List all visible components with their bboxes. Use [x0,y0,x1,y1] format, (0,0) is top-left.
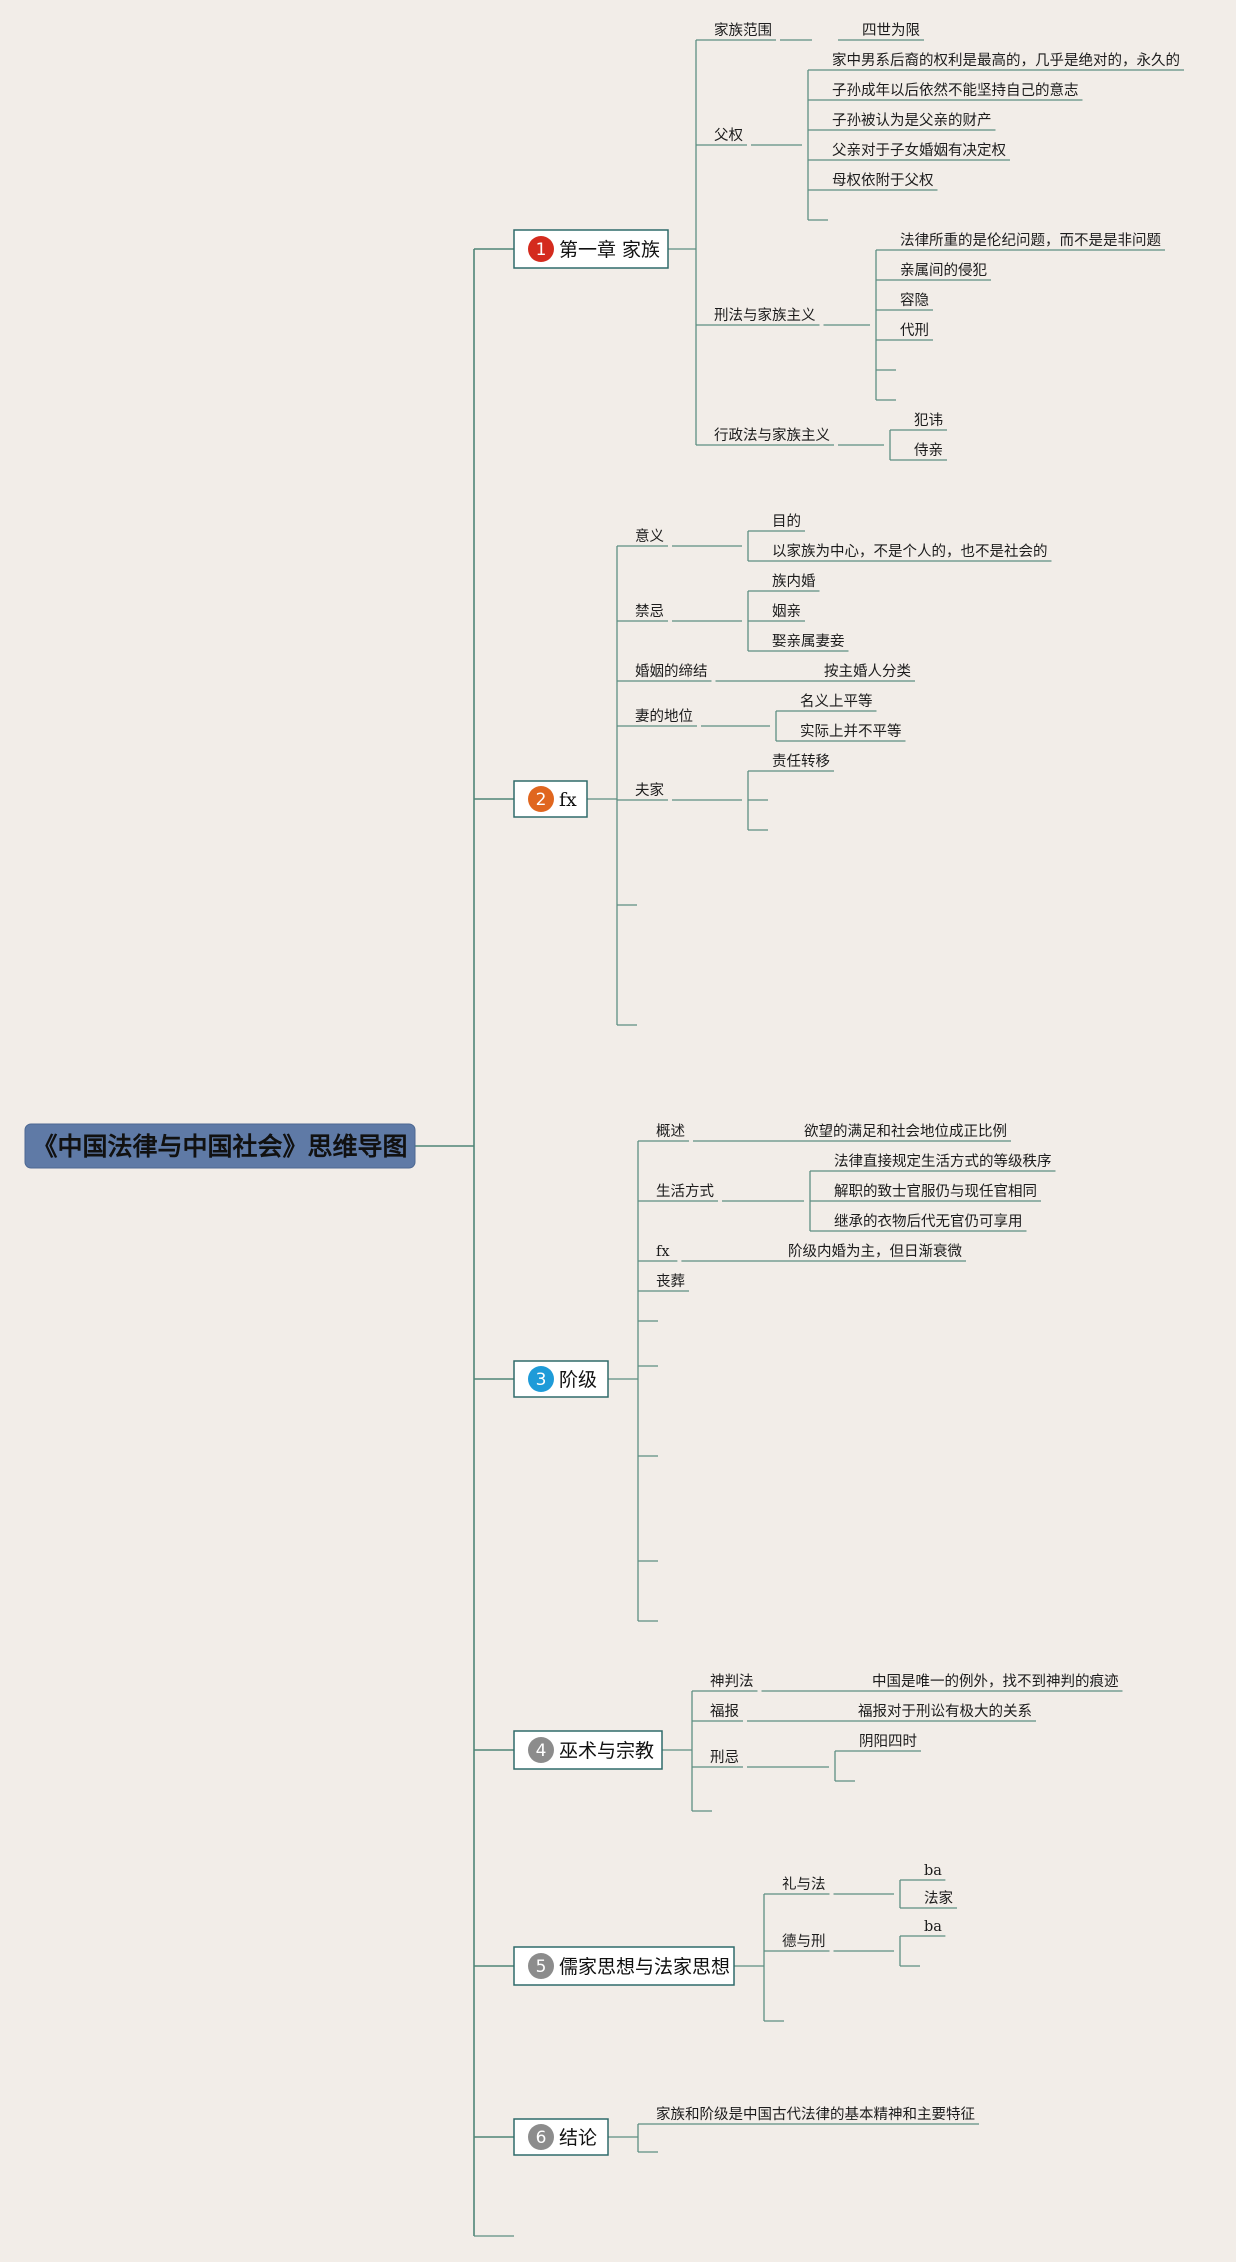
leaf-label[interactable]: 目的 [772,513,801,530]
leaf-label[interactable]: 族内婚 [772,573,816,590]
number-badge-icon [528,1737,554,1763]
chapter-title: 儒家思想与法家思想 [559,1956,730,1978]
chapter-node-2[interactable]: 2 fx [513,780,588,818]
branch-label[interactable]: 意义 [635,527,664,545]
branch-label[interactable]: 家族范围 [714,22,772,39]
branch-label[interactable]: 父权 [714,127,743,144]
number-badge-icon [528,1366,554,1392]
chapter-node-6[interactable]: 6 结论 [513,2118,609,2156]
chapter-node-4[interactable]: 4 巫术与宗教 [513,1730,663,1770]
leaf-label[interactable]: 代刑 [900,322,929,339]
root-title: 《中国法律与中国社会》思维导图 [32,1132,407,1161]
leaf-label[interactable]: 阴阳四时 [859,1733,917,1750]
leaf-label[interactable]: 法律所重的是伦纪问题，而不是是非问题 [900,232,1161,249]
leaf-label[interactable]: 子孙被认为是父亲的财产 [832,112,992,129]
leaf-label[interactable]: 侍亲 [914,442,943,459]
chapter-node-5[interactable]: 5 儒家思想与法家思想 [513,1946,735,1986]
leaf-label[interactable]: 继承的衣物后代无官仍可享用 [834,1213,1023,1230]
leaf-label[interactable]: 家中男系后裔的权利是最高的，几乎是绝对的，永久的 [832,52,1180,69]
branch-label[interactable]: 刑法与家族主义 [714,307,816,324]
chapter-node-3[interactable]: 3 阶级 [513,1360,609,1398]
number-badge-icon [528,1953,554,1979]
connector-lines [415,39,1184,2237]
leaf-label[interactable]: 母权依附于父权 [832,172,934,189]
branch-label[interactable]: 婚姻的缔结 [635,663,708,680]
leaf-label[interactable]: ba [924,1919,942,1935]
branch-label[interactable]: fx [656,1244,670,1260]
branch-label[interactable]: 家族和阶级是中国古代法律的基本精神和主要特征 [656,2106,975,2123]
leaf-label[interactable]: 四世为限 [862,22,920,39]
chapter-title: 结论 [559,2127,597,2149]
number-badge-icon [528,2124,554,2150]
branch-label[interactable]: 福报 [710,1703,739,1720]
leaf-label[interactable]: 责任转移 [772,753,830,770]
chapter-title: 阶级 [559,1369,597,1391]
chapter-title: 第一章 家族 [559,239,660,261]
leaf-label[interactable]: 犯讳 [914,412,943,429]
branch-label[interactable]: 神判法 [710,1673,754,1690]
branch-label[interactable]: 刑忌 [710,1749,739,1766]
root-node[interactable]: 《中国法律与中国社会》思维导图 [24,1123,416,1169]
branch-label[interactable]: 丧葬 [656,1273,685,1290]
leaf-label[interactable]: 实际上并不平等 [800,722,902,740]
leaf-label[interactable]: 娶亲属妻妾 [772,633,845,650]
leaf-label[interactable]: 父亲对于子女婚姻有决定权 [832,141,1006,159]
chapter-title: 巫术与宗教 [559,1740,654,1762]
chapter-number: 3 [536,1370,547,1390]
chapter-title: fx [559,789,577,811]
branch-label[interactable]: 德与刑 [782,1933,826,1950]
branch-label[interactable]: 生活方式 [656,1183,714,1200]
leaf-label[interactable]: 姻亲 [772,603,801,620]
chapter-number: 2 [536,790,547,810]
branch-label[interactable]: 夫家 [635,782,664,799]
number-badge-icon [528,236,554,262]
leaf-label[interactable]: 中国是唯一的例外，找不到神判的痕迹 [872,1673,1119,1690]
leaf-label[interactable]: 法家 [924,1890,953,1907]
leaf-label[interactable]: 解职的致士官服仍与现任官相同 [834,1183,1037,1200]
branch-label[interactable]: 禁忌 [635,603,664,620]
leaf-label[interactable]: 按主婚人分类 [824,663,911,680]
leaf-label[interactable]: 阶级内婚为主，但日渐衰微 [788,1243,962,1260]
leaf-label[interactable]: 福报对于刑讼有极大的关系 [858,1703,1032,1720]
leaf-label[interactable]: 以家族为中心，不是个人的，也不是社会的 [772,543,1048,560]
leaf-label[interactable]: 亲属间的侵犯 [900,262,987,279]
chapter-number: 6 [536,2128,547,2148]
chapter-number: 1 [536,240,547,260]
chapter-nodes: 1 第一章 家族 2 fx 3 阶级 4 巫术与宗教 5 儒家思想与法家思想 6 结论 [513,229,735,2156]
leaf-label[interactable]: 名义上平等 [800,692,873,710]
branch-label[interactable]: 妻的地位 [635,708,693,725]
branch-label[interactable]: 概述 [656,1123,685,1140]
chapter-number: 4 [536,1741,547,1761]
leaf-label[interactable]: 子孙成年以后依然不能坚持自己的意志 [832,81,1079,99]
branch-label[interactable]: 礼与法 [782,1876,826,1893]
number-badge-icon [528,786,554,812]
root-box [24,1123,416,1169]
leaf-label[interactable]: 欲望的满足和社会地位成正比例 [804,1123,1007,1140]
leaf-label[interactable]: 法律直接规定生活方式的等级秩序 [834,1152,1052,1170]
leaf-label[interactable]: ba [924,1863,942,1879]
leaf-label[interactable]: 容隐 [900,292,929,309]
branch-label[interactable]: 行政法与家族主义 [714,427,830,444]
chapter-number: 5 [536,1957,547,1977]
chapter-node-1[interactable]: 1 第一章 家族 [513,229,669,269]
